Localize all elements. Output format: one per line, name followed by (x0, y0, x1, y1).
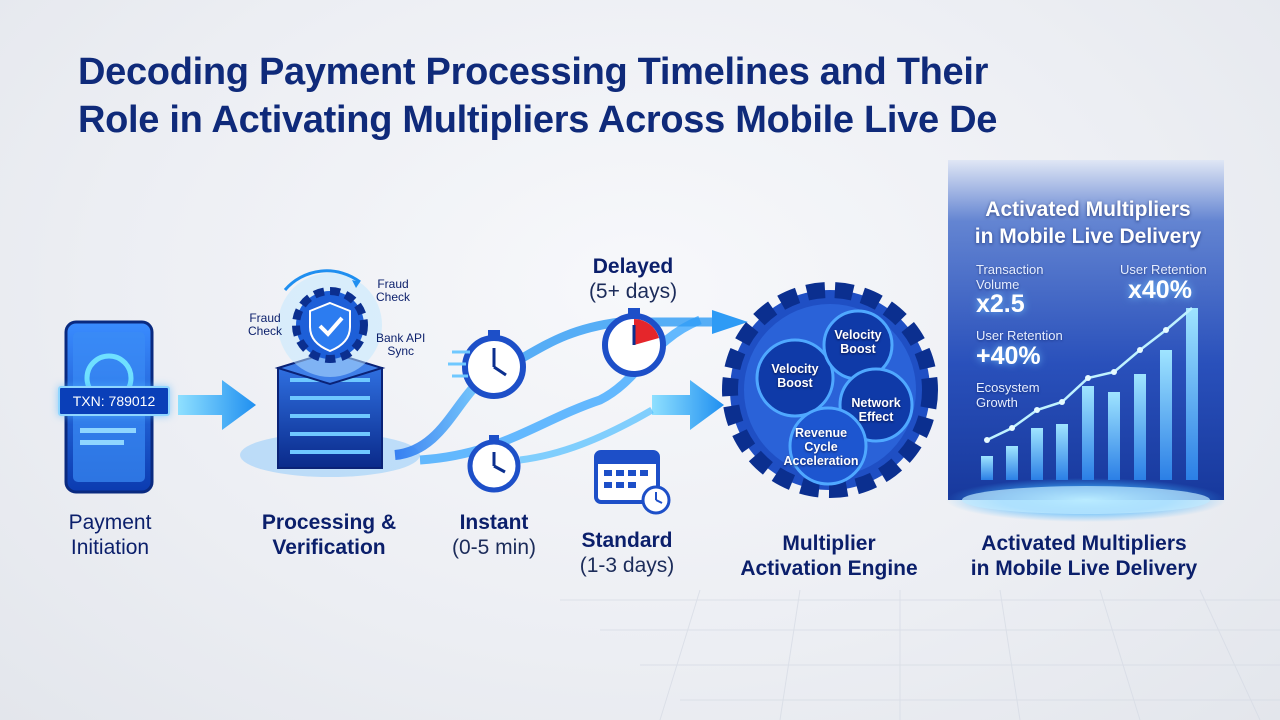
gear-cluster-icon (722, 282, 938, 498)
clock-icon (467, 435, 521, 493)
user-retention-value: +40% (976, 342, 1041, 370)
user-retention-label: User Retention (976, 328, 1063, 343)
stage-label-standard: Standard(1-3 days) (579, 529, 675, 577)
txn-badge: TXN: 789012 (58, 386, 170, 416)
bar-chart-icon (981, 307, 1198, 480)
stopwatch-icon (448, 330, 526, 399)
title-line-2: Role in Activating Multipliers Across Mo… (78, 99, 998, 141)
arrow-to-engine-top (712, 310, 748, 334)
calendar-clock-icon (594, 450, 671, 515)
flow-arrow-1 (178, 380, 256, 430)
title-line-1: Decoding Payment Processing Timelines an… (78, 51, 989, 93)
user-retention-label-top: User Retention (1120, 262, 1207, 277)
flow-arrow-2 (652, 380, 724, 430)
delayed-stopwatch-icon (602, 308, 666, 377)
transaction-volume-value: x2.5 (976, 290, 1025, 318)
page-title: Decoding Payment Processing Timelines an… (78, 48, 1228, 144)
user-retention-value-top: x40% (1128, 276, 1192, 304)
floor-grid (560, 589, 1280, 720)
ribbon-lower (519, 406, 654, 464)
stage-label-instant: Instant(0-5 min) (451, 511, 537, 559)
shield-check-icon (278, 269, 382, 377)
stage-label-processing: Processing &Verification (261, 511, 397, 559)
stage-label-delayed: Delayed(5+ days) (588, 255, 678, 303)
